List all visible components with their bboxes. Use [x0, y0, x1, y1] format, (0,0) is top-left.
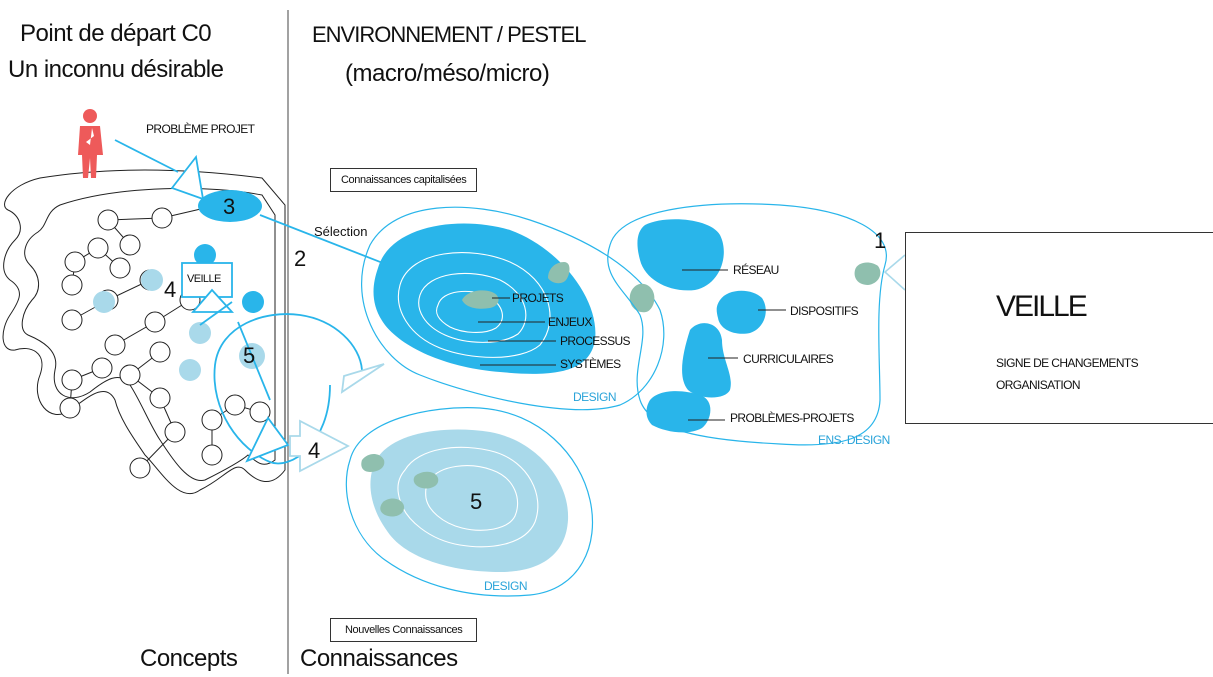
problemes-projets-label: PROBLÈMES-PROJETS	[730, 411, 854, 425]
design-top-label: DESIGN	[573, 390, 617, 404]
ens-design-outer	[607, 203, 887, 446]
loop-arc	[213, 313, 363, 465]
design-top-outer	[361, 206, 665, 411]
teal-shape-5	[413, 471, 439, 489]
veille-arrow-head	[191, 288, 235, 313]
start-title-line1: Point de départ C0	[20, 20, 212, 47]
curriculaires-shape	[682, 323, 731, 398]
teal-shape-3	[854, 262, 881, 285]
design-top-leaders	[478, 297, 556, 366]
number-3: 3	[223, 194, 236, 219]
problem-arrow-head	[170, 154, 205, 201]
concept-inner-blob	[21, 187, 276, 481]
processus-label: PROCESSUS	[560, 334, 631, 348]
teal-shape-4	[361, 454, 385, 472]
number-1: 1	[874, 228, 887, 253]
reseau-label: RÉSEAU	[733, 263, 779, 277]
number-5b: 5	[470, 489, 483, 514]
veille-nodes	[93, 244, 265, 381]
number-4b: 4	[308, 438, 321, 463]
dispositifs-shape	[716, 290, 766, 334]
teal-shape-6	[380, 498, 405, 517]
design-bottom-contours	[397, 446, 539, 548]
probleme-projet-label: PROBLÈME PROJET	[146, 122, 255, 136]
concepts-label: Concepts	[140, 645, 238, 672]
connaissances-capitalisees-box: Connaissances capitalisées	[330, 168, 478, 192]
signe-line2: ORGANISATION	[996, 378, 1081, 392]
systemes-label: SYSTÈMES	[560, 357, 621, 371]
veille-big-label: VEILLE	[996, 290, 1088, 323]
env-title-line1: ENVIRONNEMENT / PESTEL	[312, 22, 586, 47]
projets-shape	[462, 290, 499, 309]
env-title-line2: (macro/méso/micro)	[345, 60, 550, 87]
loop-down-arrow	[245, 416, 290, 463]
loop-link-line	[237, 321, 271, 401]
number-5a: 5	[243, 343, 256, 368]
veille-small-box	[181, 262, 233, 298]
start-title-line2: Un inconnu désirable	[8, 56, 224, 83]
number-4a: 4	[164, 277, 177, 302]
veille-panel-arrow	[883, 254, 906, 291]
ens-design-label: ENS. DESIGN	[818, 433, 890, 447]
curriculaires-label: CURRICULAIRES	[743, 352, 834, 366]
design-top-contours	[398, 252, 551, 358]
ens-design-leaders	[682, 269, 786, 421]
person-thinking-icon	[78, 109, 103, 178]
selection-label: Sélection	[314, 224, 368, 239]
veille-small-label: VEILLE	[187, 273, 221, 285]
dispositifs-label: DISPOSITIFS	[790, 304, 859, 318]
nouvelles-connaissances-box: Nouvelles Connaissances	[330, 618, 478, 642]
connaissances-label: Connaissances	[300, 645, 458, 672]
teal-shape-1	[548, 262, 570, 284]
projets-label: PROJETS	[512, 291, 564, 305]
design-bottom-outer	[345, 407, 594, 597]
enjeux-label: ENJEUX	[548, 315, 592, 329]
four-arrow-right	[289, 419, 350, 473]
design-bottom-label: DESIGN	[484, 579, 528, 593]
problemes-projets-shape	[646, 391, 711, 433]
reseau-shape	[637, 219, 724, 291]
veille-panel	[905, 232, 1213, 424]
problem-arrow-line	[114, 139, 179, 173]
loop-arrow-head	[340, 363, 385, 394]
teal-shape-2	[629, 283, 655, 313]
signe-line1: SIGNE DE CHANGEMENTS	[996, 356, 1139, 370]
veille-arrow-line	[199, 301, 233, 326]
number-2: 2	[294, 246, 307, 271]
node-3	[198, 190, 262, 222]
